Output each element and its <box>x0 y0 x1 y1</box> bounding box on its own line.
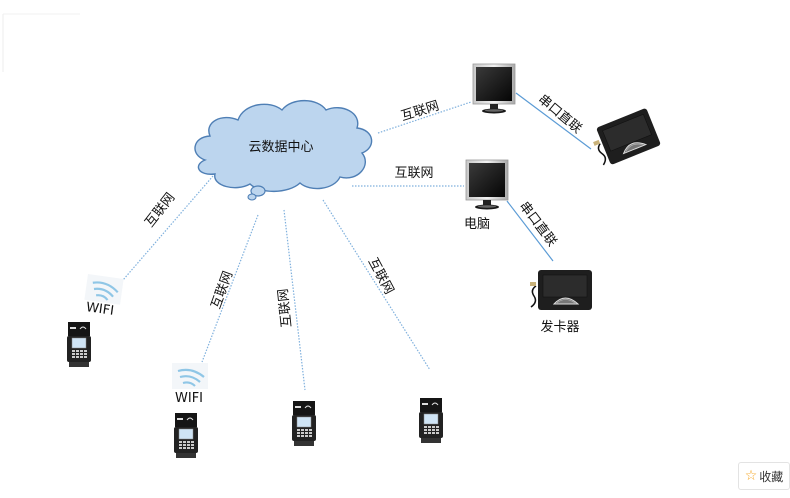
serial-link-2 <box>506 200 554 262</box>
cloud-data-center: 云数据中心 <box>194 99 373 201</box>
computer-top <box>472 63 516 114</box>
favorite-label: 收藏 <box>759 469 784 484</box>
wifi-icon <box>170 361 210 391</box>
link-cloud-pos-3 <box>283 209 306 391</box>
link-cloud-top-computer <box>377 101 472 134</box>
computer-label: 电脑 <box>464 217 490 232</box>
star-icon: ☆ <box>744 468 758 484</box>
link-cloud-wifi-1 <box>122 175 214 281</box>
computer <box>465 159 509 210</box>
pos-terminal <box>173 412 199 459</box>
serial-link-1 <box>515 92 592 150</box>
cloud-bubble <box>247 193 257 201</box>
wifi-label: WIFI <box>175 391 203 406</box>
link-label-internet: 互联网 <box>399 99 441 125</box>
card-issuer <box>529 269 593 311</box>
link-cloud-wifi-2 <box>201 214 259 363</box>
card-issuer-top <box>587 107 662 169</box>
link-label-internet: 互联网 <box>394 166 433 181</box>
pos-terminal <box>418 397 444 444</box>
cloud-shape <box>194 99 373 193</box>
card-issuer-label: 发卡器 <box>540 319 579 335</box>
pos-terminal <box>291 400 317 447</box>
link-label-serial: 串口直联 <box>535 92 584 137</box>
wifi-label: WIFI <box>85 300 115 319</box>
link-cloud-pos-4 <box>322 199 431 371</box>
link-label-internet: 互联网 <box>142 190 178 230</box>
link-label-internet: 互联网 <box>365 255 397 296</box>
cloud-bubble <box>250 185 266 197</box>
cloud-label: 云数据中心 <box>248 140 313 155</box>
favorite-button[interactable]: ☆ 收藏 <box>738 462 790 490</box>
link-label-internet: 互联网 <box>209 269 236 311</box>
pos-terminal <box>66 321 92 368</box>
link-label-serial: 串口直联 <box>516 199 559 250</box>
link-label-internet: 互联网 <box>276 288 295 328</box>
